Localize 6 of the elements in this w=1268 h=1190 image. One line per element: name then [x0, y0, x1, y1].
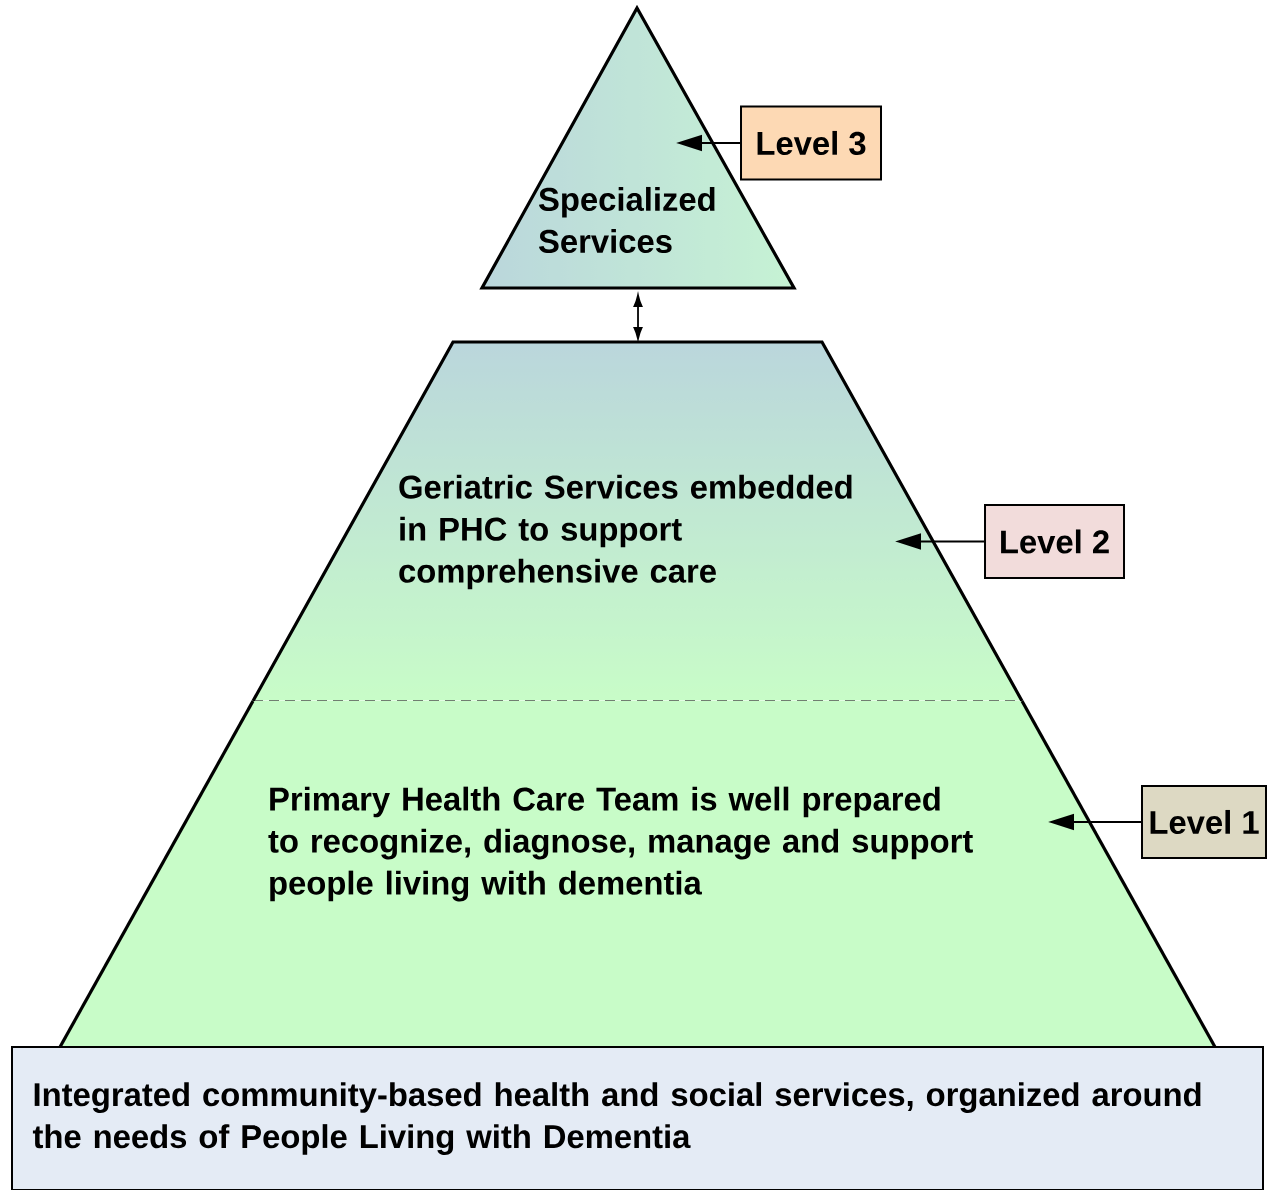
level-box: Level 2: [984, 504, 1125, 579]
level-box: Level 1: [1141, 785, 1267, 859]
node-label: Primary Health Care Team is well prepared to recognize, diagnose, manage and support people living with dementia: [268, 786, 973, 902]
foundation-band: Integrated community-based health and social services, organized around the needs of People Living with Dementia: [11, 1046, 1264, 1190]
double-arrow: [633, 294, 643, 340]
level-box: Level 3: [740, 105, 882, 181]
